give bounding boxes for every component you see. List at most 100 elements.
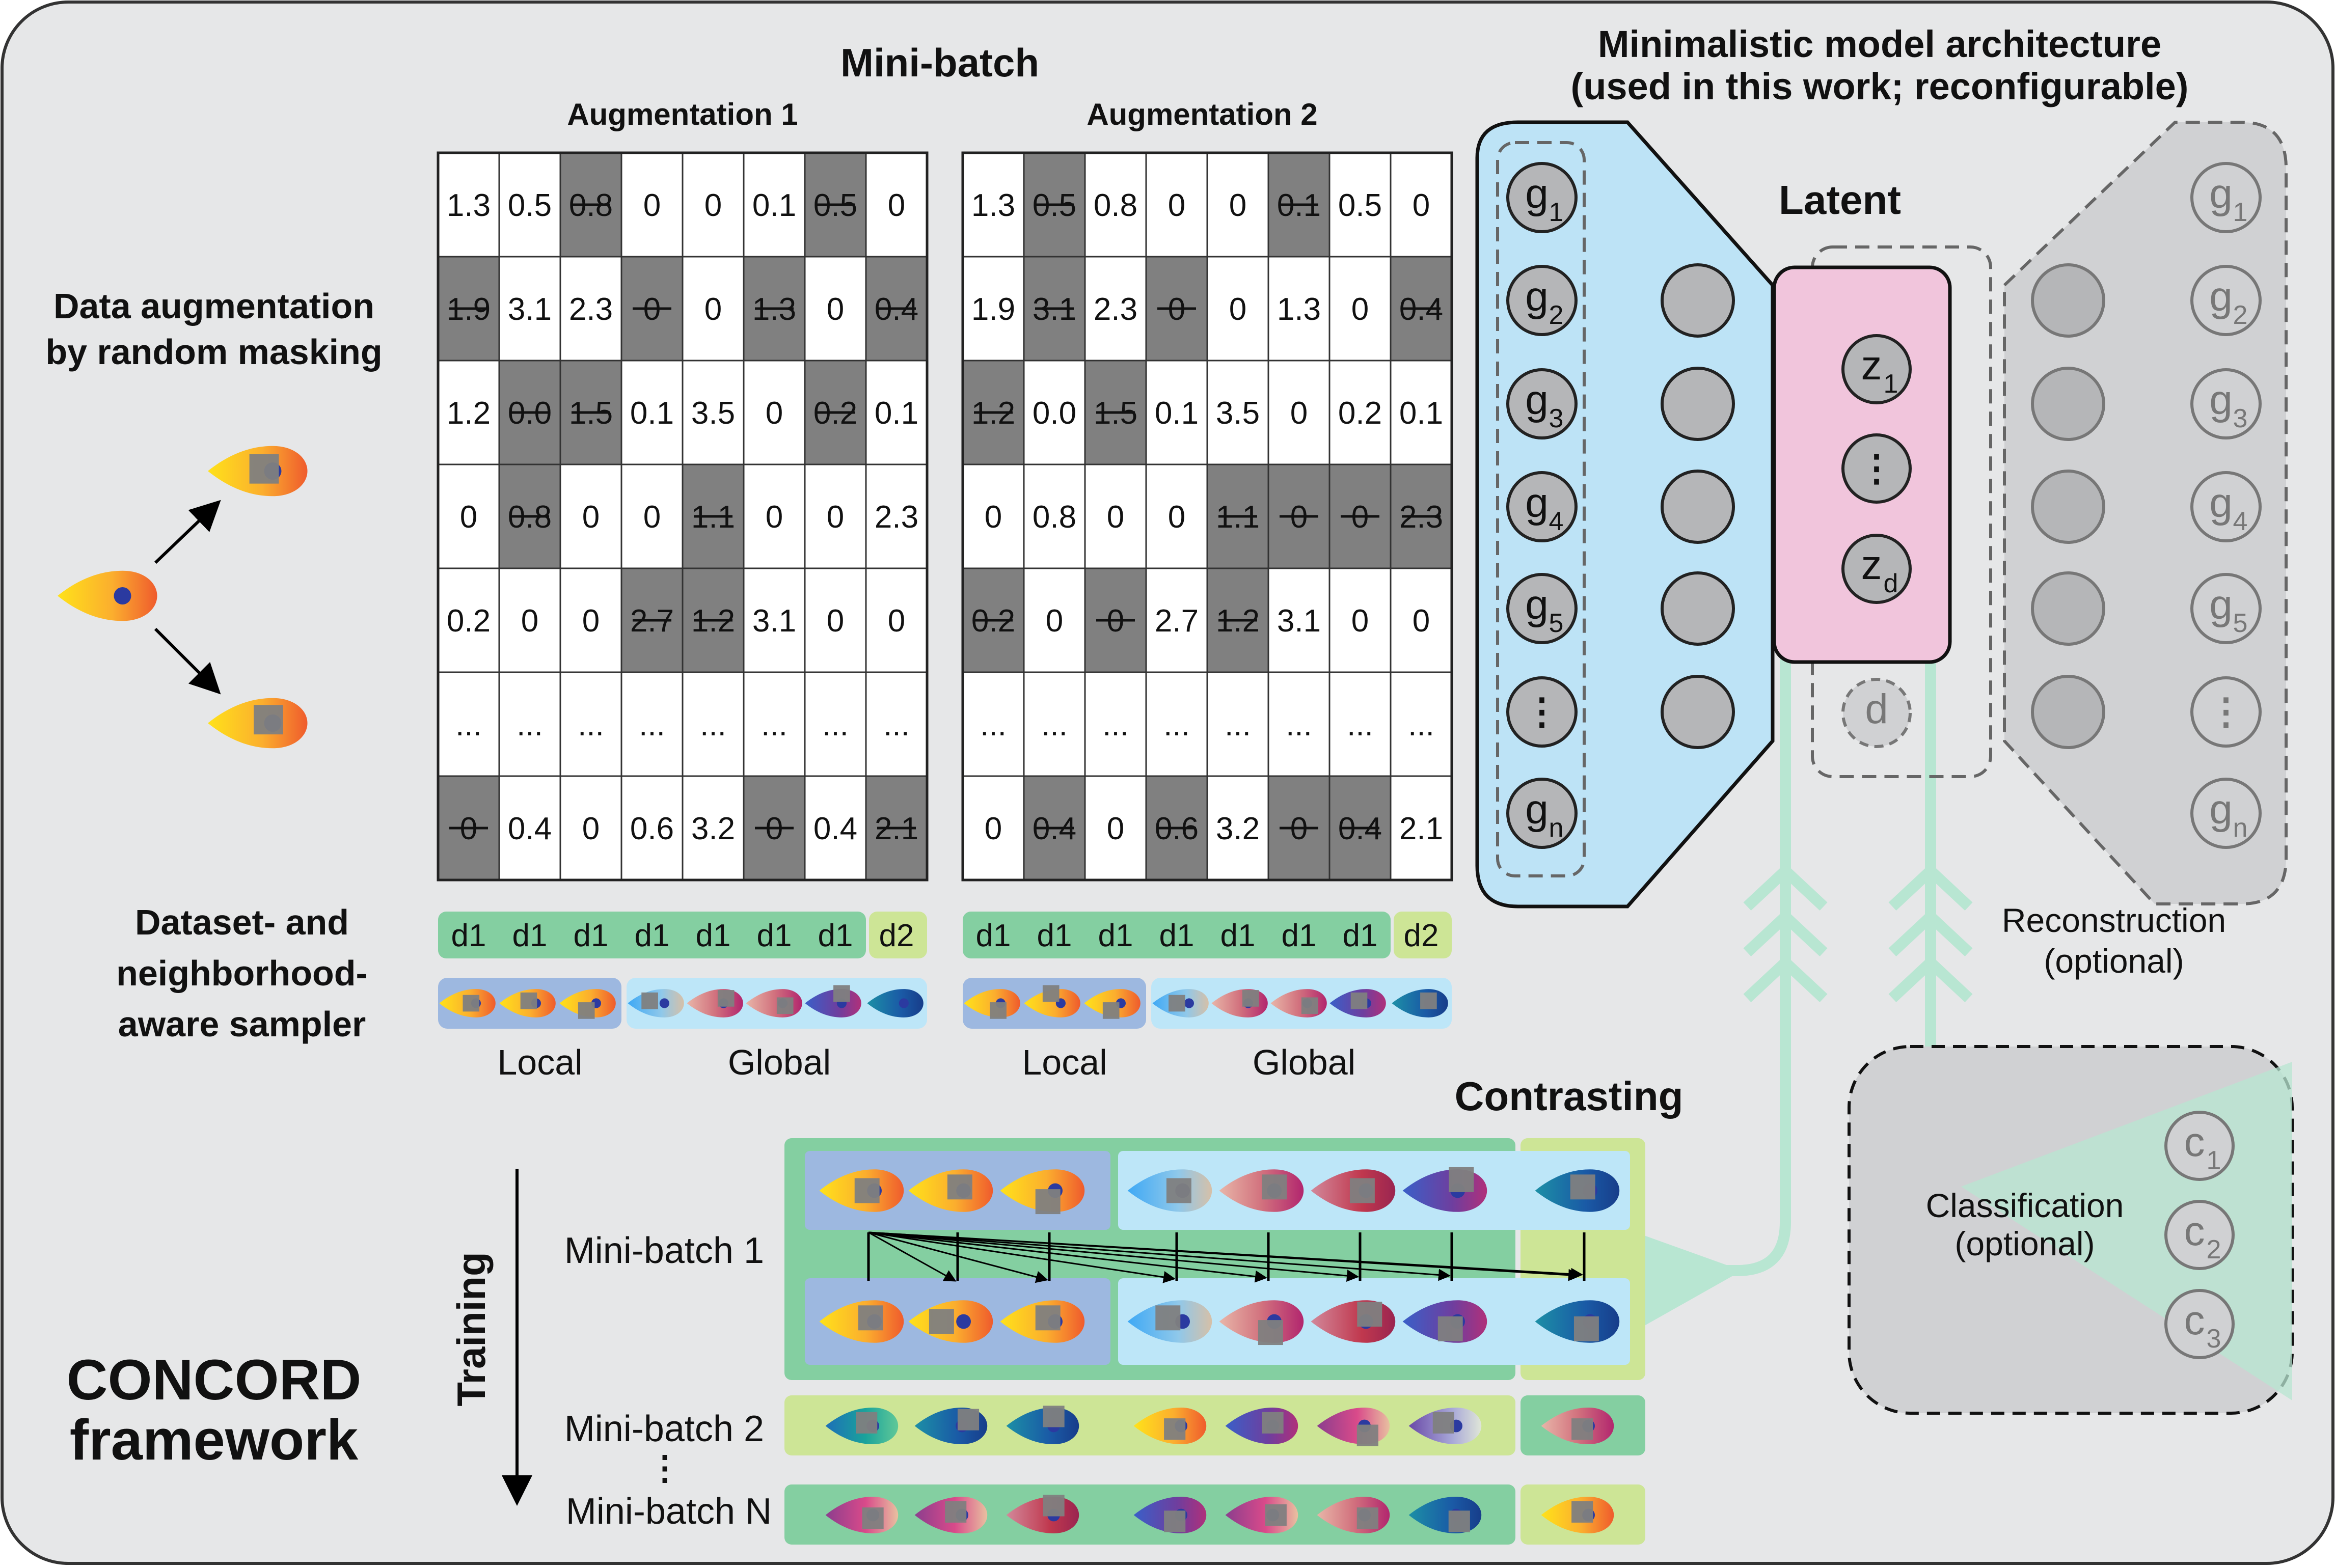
matrix-value: 0.1 — [630, 396, 674, 431]
mask-square — [858, 1305, 883, 1331]
matrix-value: 0 — [460, 500, 477, 535]
matrix-value: ... — [1347, 707, 1373, 742]
sampler-cell-icon — [1270, 989, 1327, 1017]
local-label-1: Local — [497, 1042, 582, 1082]
domain-bar-d1 — [438, 912, 866, 958]
mask-square — [990, 1002, 1007, 1019]
mask-square — [1356, 1507, 1378, 1529]
matrix-value: 3.5 — [691, 396, 735, 431]
classification-label-2: (optional) — [1954, 1225, 2095, 1262]
minibatch-1-view-a-cell-icon — [1219, 1169, 1304, 1212]
node-subscript: 2 — [2233, 300, 2248, 330]
node-label: g — [2209, 480, 2233, 526]
negative-pair-arrow — [868, 1231, 1359, 1282]
mask-square — [1164, 1510, 1186, 1532]
mask-square — [1043, 1406, 1065, 1427]
matrix-value: 0 — [582, 811, 600, 846]
matrix-value: 1.3 — [1277, 292, 1321, 327]
matrix-value: 0 — [1351, 292, 1369, 327]
node-subscript: 1 — [1884, 369, 1898, 399]
node-subscript: 5 — [1549, 609, 1564, 638]
mask-square — [1262, 1412, 1284, 1434]
matrix-value: 0 — [1290, 396, 1308, 431]
node-subscript: 4 — [1549, 507, 1564, 536]
matrix-cell — [804, 463, 867, 569]
node-circle — [1841, 534, 1912, 604]
stream-chevron — [1743, 909, 1828, 957]
minibatch-2-cell-icon — [1541, 1408, 1614, 1444]
matrix-cell — [559, 256, 622, 362]
domain-bar-d2 — [1394, 912, 1452, 958]
mask-square — [1242, 990, 1259, 1007]
matrix-cell — [1084, 256, 1147, 362]
matrix-cell — [1390, 671, 1453, 777]
matrix-value: ... — [1102, 707, 1129, 742]
mask-square — [1349, 1178, 1375, 1203]
domain-label: d2 — [879, 918, 914, 953]
hidden-node — [1661, 367, 1735, 441]
mask-square — [520, 992, 537, 1009]
minibatch-1-view-b-cell-icon — [1535, 1300, 1620, 1343]
matrix-value: 0.0 — [1033, 396, 1076, 431]
minibatch-1-label: Mini-batch 1 — [564, 1230, 764, 1271]
matrix-value: 2.3 — [875, 500, 918, 535]
sampler-cell-icon — [805, 985, 861, 1017]
node-circle — [2190, 368, 2262, 439]
sampler-cell-icon — [687, 989, 743, 1017]
minibatch-1-view-a-cell-icon — [1311, 1169, 1396, 1212]
cell-nucleus — [1184, 998, 1194, 1008]
node-label: g — [1525, 480, 1549, 526]
matrix-value: 0 — [1229, 292, 1246, 327]
decoder-hidden-node — [2031, 367, 2105, 441]
node-label: g — [2209, 786, 2233, 833]
node-ellipsis: ⋮ — [1524, 692, 1560, 732]
matrix-value: 0 — [1046, 603, 1063, 639]
mask-square — [833, 985, 850, 1002]
mask-square — [1258, 1320, 1283, 1345]
stream-chevron — [1743, 954, 1828, 1003]
minibatch-1-view-a-cell-icon — [1127, 1169, 1212, 1212]
matrix-cell — [804, 775, 867, 881]
node-ellipsis: ⋮ — [2208, 692, 2244, 732]
data-augmentation-label-2: by random masking — [45, 332, 382, 372]
sampler-cell-icon — [746, 989, 802, 1017]
node-circle — [1506, 162, 1578, 233]
mask-square — [957, 1409, 980, 1431]
matrix-value: ... — [1225, 707, 1251, 742]
negative-pair-arrow — [868, 1231, 1176, 1283]
matrix-cell — [1267, 360, 1331, 465]
latent-title: Latent — [1779, 177, 1901, 223]
mask-square — [1356, 1424, 1378, 1446]
matrix-value: 0 — [521, 603, 538, 639]
sampler-label-3: aware sampler — [118, 1004, 366, 1044]
matrix-value: 0.1 — [752, 188, 796, 223]
node-label: z — [1861, 542, 1882, 588]
mask-square — [1571, 1418, 1593, 1440]
cell-nucleus — [659, 998, 669, 1008]
matrix-value: 0 — [1351, 603, 1369, 639]
augmentation-1-title: Augmentation 1 — [567, 97, 798, 131]
node-label: g — [2209, 273, 2233, 320]
node-label: c — [2184, 1297, 2205, 1343]
negative-pair-arrow — [868, 1231, 957, 1282]
domain-label: d1 — [451, 918, 486, 953]
matrix-cell — [620, 360, 684, 465]
sampler-cell-icon — [1024, 985, 1080, 1017]
domain-label: d1 — [1220, 918, 1256, 953]
sampler-cell-icon — [1329, 989, 1386, 1017]
domain-label: d1 — [696, 918, 731, 953]
minibatch-1-view-b-cell-icon — [1000, 1300, 1085, 1343]
matrix-cell — [1145, 360, 1208, 465]
mask-square — [1420, 992, 1437, 1009]
matrix-value: 0 — [704, 188, 722, 223]
sampler-cell-icon — [964, 989, 1020, 1019]
domain-bar-d2 — [869, 912, 927, 958]
node-circle — [2190, 162, 2262, 233]
matrix-cell — [682, 775, 745, 881]
